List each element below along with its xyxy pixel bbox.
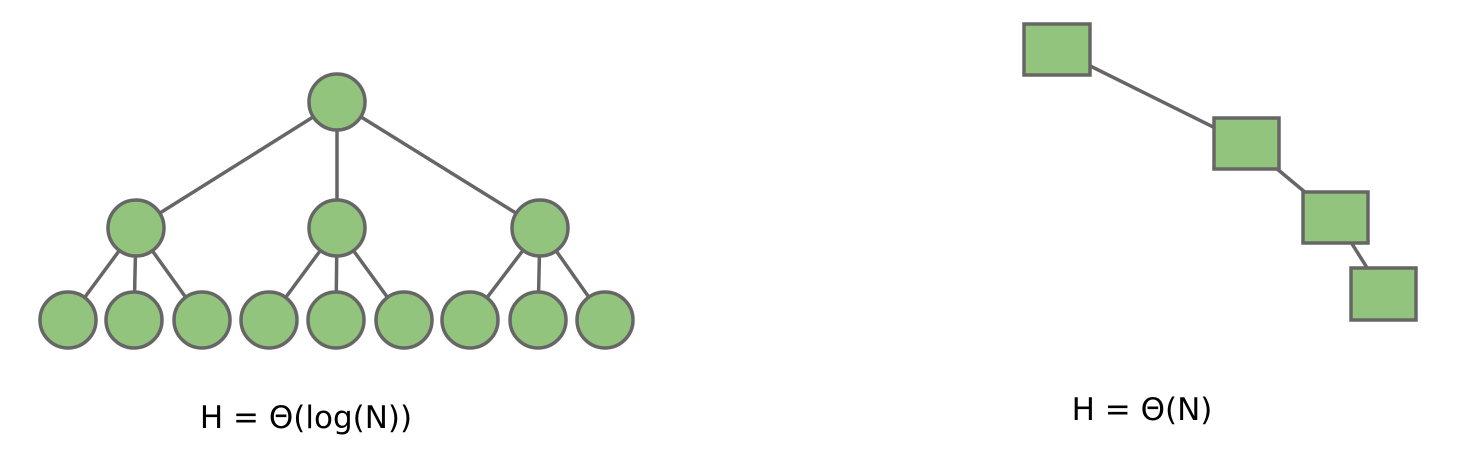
root-node <box>307 72 367 132</box>
edge-root-to-child-1 <box>135 100 338 230</box>
spindly-tree-caption: H = Θ(N) <box>1072 392 1213 428</box>
leaf-node-9 <box>575 290 635 350</box>
leaf-node-4 <box>239 290 299 350</box>
leaf-node-2 <box>104 290 164 350</box>
leaf-node-8 <box>508 290 568 350</box>
chain-node-2 <box>1212 116 1281 171</box>
balanced-tree-nodes <box>38 72 635 350</box>
leaf-node-3 <box>172 290 232 350</box>
leaf-node-1 <box>38 290 98 350</box>
child-node-3 <box>510 198 570 258</box>
balanced-tree-caption: H = Θ(log(N)) <box>200 400 412 436</box>
leaf-node-7 <box>440 290 500 350</box>
chain-node-1 <box>1022 22 1092 77</box>
spindly-tree: H = Θ(N) <box>1022 22 1418 428</box>
child-node-1 <box>106 198 166 258</box>
chain-node-4 <box>1349 266 1418 322</box>
balanced-tree: H = Θ(log(N)) <box>38 72 635 436</box>
leaf-node-6 <box>374 290 434 350</box>
chain-node-3 <box>1301 190 1370 245</box>
spindly-tree-nodes <box>1022 22 1418 322</box>
child-node-2 <box>307 198 367 258</box>
edge-root-to-child-3 <box>336 100 541 230</box>
leaf-node-5 <box>306 290 366 350</box>
spindly-tree-edges <box>1056 47 1385 295</box>
